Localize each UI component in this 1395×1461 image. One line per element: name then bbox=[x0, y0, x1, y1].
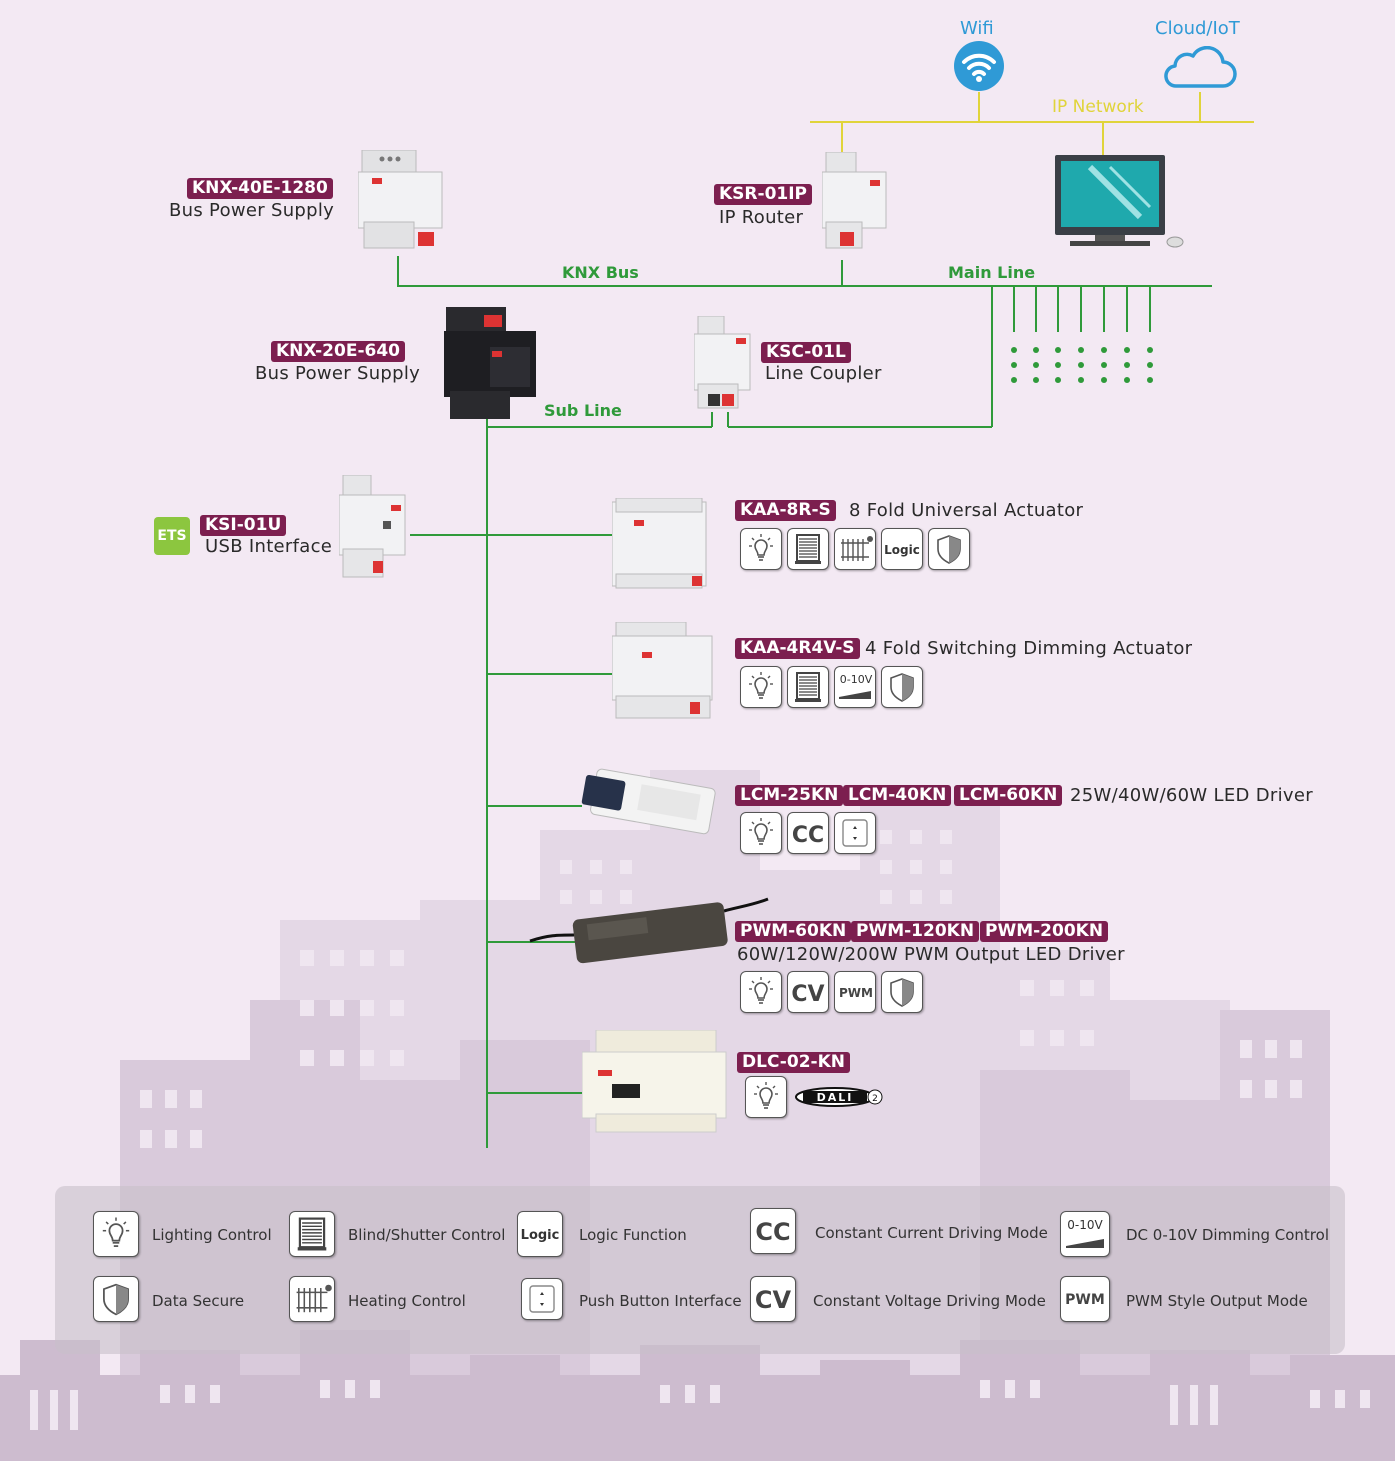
legend-lighting-control: Lighting Control bbox=[152, 1226, 272, 1244]
legend-data-secure: Data Secure bbox=[152, 1292, 244, 1310]
push-button-icon bbox=[521, 1278, 563, 1320]
kaa-8r-s-device-image bbox=[612, 498, 712, 590]
legend-v010-icon-text: 0-10V bbox=[1067, 1218, 1103, 1232]
cc-icon-text: CC bbox=[792, 823, 824, 848]
desc-bus-power-supply-1: Bus Power Supply bbox=[169, 200, 334, 221]
lighting-control-icon bbox=[740, 971, 782, 1013]
dc-0-10v-icon: 0-10V bbox=[1060, 1211, 1110, 1257]
desc-bus-power-supply-2: Bus Power Supply bbox=[255, 363, 420, 384]
pwm-icon-text: PWM bbox=[839, 986, 873, 1000]
desc-usb-interface: USB Interface bbox=[205, 536, 332, 557]
cloud-icon bbox=[1163, 46, 1237, 90]
legend-pwm-icon-text: PWM bbox=[1065, 1292, 1105, 1308]
wifi-icon bbox=[953, 40, 1005, 92]
data-secure-icon bbox=[93, 1276, 139, 1322]
knx-bus-label: KNX Bus bbox=[562, 263, 639, 282]
heating-control-icon bbox=[289, 1276, 335, 1322]
ksc-01l-device-image bbox=[694, 316, 754, 410]
constant-current-icon: CC bbox=[787, 812, 829, 854]
model-tag-lcm-40kn: LCM-40KN bbox=[843, 785, 951, 806]
heating-control-icon bbox=[834, 528, 876, 570]
desc-ip-router: IP Router bbox=[719, 207, 803, 228]
logic-function-icon: Logic bbox=[881, 528, 923, 570]
computer-monitor-icon bbox=[1050, 155, 1186, 250]
lighting-control-icon bbox=[93, 1211, 139, 1257]
ip-network-label: IP Network bbox=[1052, 97, 1144, 117]
lighting-control-icon bbox=[740, 666, 782, 708]
legend-blind-shutter-control: Blind/Shutter Control bbox=[348, 1226, 505, 1244]
legend-cc-icon-text: CC bbox=[755, 1218, 790, 1246]
logic-icon-text: Logic bbox=[884, 543, 920, 557]
desc-4-fold-switching-dimming-actuator: 4 Fold Switching Dimming Actuator bbox=[865, 638, 1192, 659]
model-tag-kaa-8r-s: KAA-8R-S bbox=[735, 500, 836, 521]
model-tag-lcm-25kn: LCM-25KN bbox=[735, 785, 843, 806]
model-tag-pwm-200kn: PWM-200KN bbox=[980, 921, 1108, 942]
model-tag-ksc-01l: KSC-01L bbox=[761, 342, 851, 363]
blind-shutter-icon bbox=[787, 666, 829, 708]
data-secure-icon bbox=[881, 971, 923, 1013]
cv-icon-text: CV bbox=[791, 982, 824, 1007]
model-tag-pwm-60kn: PWM-60KN bbox=[735, 921, 851, 942]
model-tag-knx-40e-1280: KNX-40E-1280 bbox=[187, 178, 333, 199]
model-tag-pwm-120kn: PWM-120KN bbox=[851, 921, 979, 942]
dali-2-logo: DALI 2 bbox=[793, 1085, 885, 1109]
legend-dc-0-10v: DC 0-10V Dimming Control bbox=[1126, 1226, 1329, 1244]
ksr-01ip-device-image bbox=[822, 152, 890, 250]
cloud-label: Cloud/IoT bbox=[1155, 18, 1240, 39]
data-secure-icon bbox=[928, 528, 970, 570]
model-tag-knx-20e-640: KNX-20E-640 bbox=[271, 341, 405, 362]
ksi-01u-device-image bbox=[339, 475, 409, 579]
kaa-4r4v-s-device-image bbox=[612, 622, 716, 720]
desc-lcm-led-driver: 25W/40W/60W LED Driver bbox=[1070, 785, 1313, 806]
blind-shutter-icon bbox=[289, 1211, 335, 1257]
lighting-control-icon bbox=[740, 528, 782, 570]
push-button-icon bbox=[834, 812, 876, 854]
legend-pwm-style: PWM Style Output Mode bbox=[1126, 1292, 1308, 1310]
lighting-control-icon bbox=[740, 812, 782, 854]
legend-heating-control: Heating Control bbox=[348, 1292, 466, 1310]
lighting-control-icon bbox=[745, 1076, 787, 1118]
desc-8-fold-universal-actuator: 8 Fold Universal Actuator bbox=[849, 500, 1083, 521]
dlc-02-kn-device-image bbox=[582, 1030, 728, 1134]
lcm-led-driver-device-image bbox=[578, 766, 722, 846]
constant-current-icon: CC bbox=[750, 1208, 796, 1254]
legend-push-button: Push Button Interface bbox=[579, 1292, 742, 1310]
ip-network-lines bbox=[810, 92, 1254, 155]
model-tag-lcm-60kn: LCM-60KN bbox=[954, 785, 1062, 806]
legend-cv-icon-text: CV bbox=[755, 1286, 792, 1314]
expansion-dots bbox=[1011, 347, 1153, 383]
main-line-label: Main Line bbox=[948, 263, 1035, 282]
blind-shutter-icon bbox=[787, 528, 829, 570]
legend-logic-icon-text: Logic bbox=[521, 1228, 560, 1243]
knx-20e-640-device-image bbox=[444, 307, 538, 419]
desc-pwm-led-driver: 60W/120W/200W PWM Output LED Driver bbox=[737, 944, 1125, 965]
dali-logo-text: DALI bbox=[817, 1091, 854, 1104]
knx-40e-1280-device-image bbox=[358, 150, 444, 250]
constant-voltage-icon: CV bbox=[787, 971, 829, 1013]
model-tag-dlc-02-kn: DLC-02-KN bbox=[737, 1052, 850, 1073]
model-tag-kaa-4r4v-s: KAA-4R4V-S bbox=[735, 638, 860, 659]
logic-function-icon: Logic bbox=[517, 1211, 563, 1257]
pwm-output-icon: PWM bbox=[834, 971, 876, 1013]
desc-line-coupler: Line Coupler bbox=[765, 363, 882, 384]
ets-badge: ETS bbox=[154, 517, 190, 555]
legend-constant-current: Constant Current Driving Mode bbox=[815, 1224, 1048, 1242]
svg-text:2: 2 bbox=[872, 1094, 878, 1104]
model-tag-ksr-01ip: KSR-01IP bbox=[714, 184, 812, 205]
data-secure-icon bbox=[881, 666, 923, 708]
legend-logic-function: Logic Function bbox=[579, 1226, 687, 1244]
sub-line-label: Sub Line bbox=[544, 401, 622, 420]
v010-icon-text: 0-10V bbox=[840, 673, 873, 686]
constant-voltage-icon: CV bbox=[750, 1276, 796, 1322]
legend-panel: Lighting Control Blind/Shutter Control L… bbox=[55, 1186, 1345, 1354]
wifi-label: Wifi bbox=[960, 18, 994, 39]
dc-0-10v-icon: 0-10V bbox=[834, 666, 876, 708]
legend-constant-voltage: Constant Voltage Driving Mode bbox=[813, 1292, 1046, 1310]
model-tag-ksi-01u: KSI-01U bbox=[200, 515, 286, 536]
pwm-output-icon: PWM bbox=[1060, 1276, 1110, 1322]
